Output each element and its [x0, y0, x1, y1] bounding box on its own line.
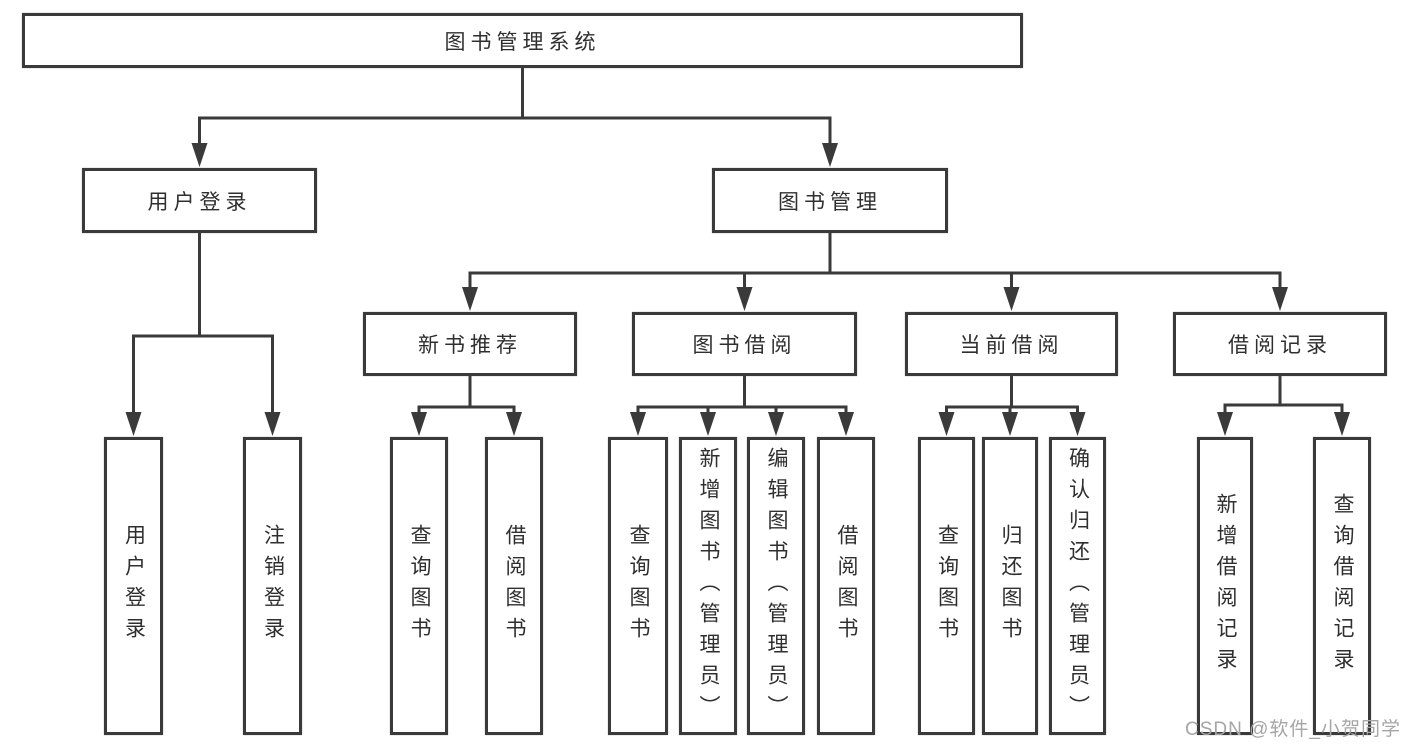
node-label: 查询图书	[408, 524, 431, 648]
node-label: 图书管理	[778, 190, 882, 214]
node-label: 新书推荐	[418, 334, 522, 357]
arrowhead	[1002, 412, 1018, 436]
arrowhead	[630, 412, 646, 436]
arrowhead	[264, 412, 281, 436]
leaf-user-login: 用户登录	[104, 437, 163, 735]
node-label: 确认归还（管理员）	[1066, 446, 1090, 726]
arrowhead	[822, 143, 838, 167]
node-user-login: 用户登录	[82, 168, 317, 233]
leaf-logout: 注销登录	[243, 437, 302, 735]
arrowhead	[1217, 412, 1233, 436]
connector-bookmgmt-to-level3	[468, 233, 1282, 291]
leaf-borrow-books-recommend: 借阅图书	[485, 437, 543, 735]
node-label: 查询图书	[935, 524, 959, 648]
arrowhead	[1272, 287, 1288, 311]
arrowhead	[411, 412, 427, 436]
leaf-borrow-books: 借阅图书	[817, 437, 875, 735]
node-label: 图书借阅	[692, 334, 797, 357]
node-label: 新增图书（管理员）	[697, 446, 720, 726]
node-label: 新增借阅记录	[1214, 493, 1237, 679]
node-label: 借阅记录	[1228, 334, 1332, 357]
node-label: 借阅图书	[835, 524, 858, 648]
arrowhead	[700, 412, 716, 436]
node-label: 用户登录	[122, 524, 146, 648]
connector-current-to-leaves	[945, 376, 1079, 416]
connector-borrowing-to-leaves	[636, 376, 848, 416]
leaf-query-books-borrowing: 查询图书	[608, 437, 668, 735]
node-label: 查询图书	[627, 524, 650, 648]
node-label: 图书管理系统	[444, 30, 601, 54]
leaf-return-books: 归还图书	[982, 437, 1038, 735]
connector-userlogin-to-leaves	[132, 233, 274, 416]
arrowhead	[506, 412, 522, 436]
node-book-borrowing: 图书借阅	[632, 312, 857, 376]
leaf-add-borrow-record: 新增借阅记录	[1197, 437, 1253, 735]
node-current-borrowing: 当前借阅	[905, 312, 1118, 376]
node-book-management: 图书管理	[712, 168, 948, 233]
node-new-book-recommendation: 新书推荐	[363, 312, 577, 376]
arrowhead	[125, 412, 142, 436]
node-library-management-system: 图书管理系统	[22, 13, 1023, 68]
node-label: 用户登录	[147, 190, 252, 214]
connector-root-to-level2	[198, 68, 832, 147]
arrowhead	[938, 412, 955, 436]
leaf-add-books-admin: 新增图书（管理员）	[679, 437, 737, 735]
arrowhead	[838, 412, 854, 436]
leaf-query-books-recommend: 查询图书	[390, 437, 448, 735]
connector-newbook-to-leaves	[417, 376, 516, 416]
node-label: 当前借阅	[959, 334, 1064, 357]
node-label: 编辑图书（管理员）	[765, 446, 788, 726]
arrowhead	[1003, 287, 1020, 311]
node-label: 借阅图书	[503, 524, 526, 648]
node-label: 归还图书	[999, 524, 1022, 648]
arrowheads	[125, 143, 1350, 436]
leaf-confirm-return-admin: 确认归还（管理员）	[1049, 437, 1106, 735]
arrowhead	[768, 412, 784, 436]
node-label: 注销登录	[261, 524, 285, 648]
node-borrowing-records: 借阅记录	[1173, 312, 1387, 376]
arrowhead	[1069, 412, 1086, 436]
leaf-edit-books-admin: 编辑图书（管理员）	[747, 437, 805, 735]
connector-records-to-leaves	[1223, 376, 1344, 416]
arrowhead	[191, 143, 208, 167]
arrowhead	[1334, 412, 1350, 436]
arrowhead	[736, 287, 753, 311]
leaf-query-borrow-record: 查询借阅记录	[1313, 437, 1371, 735]
arrowhead	[462, 287, 478, 311]
leaf-query-books-current: 查询图书	[918, 437, 975, 735]
node-label: 查询借阅记录	[1331, 493, 1354, 679]
